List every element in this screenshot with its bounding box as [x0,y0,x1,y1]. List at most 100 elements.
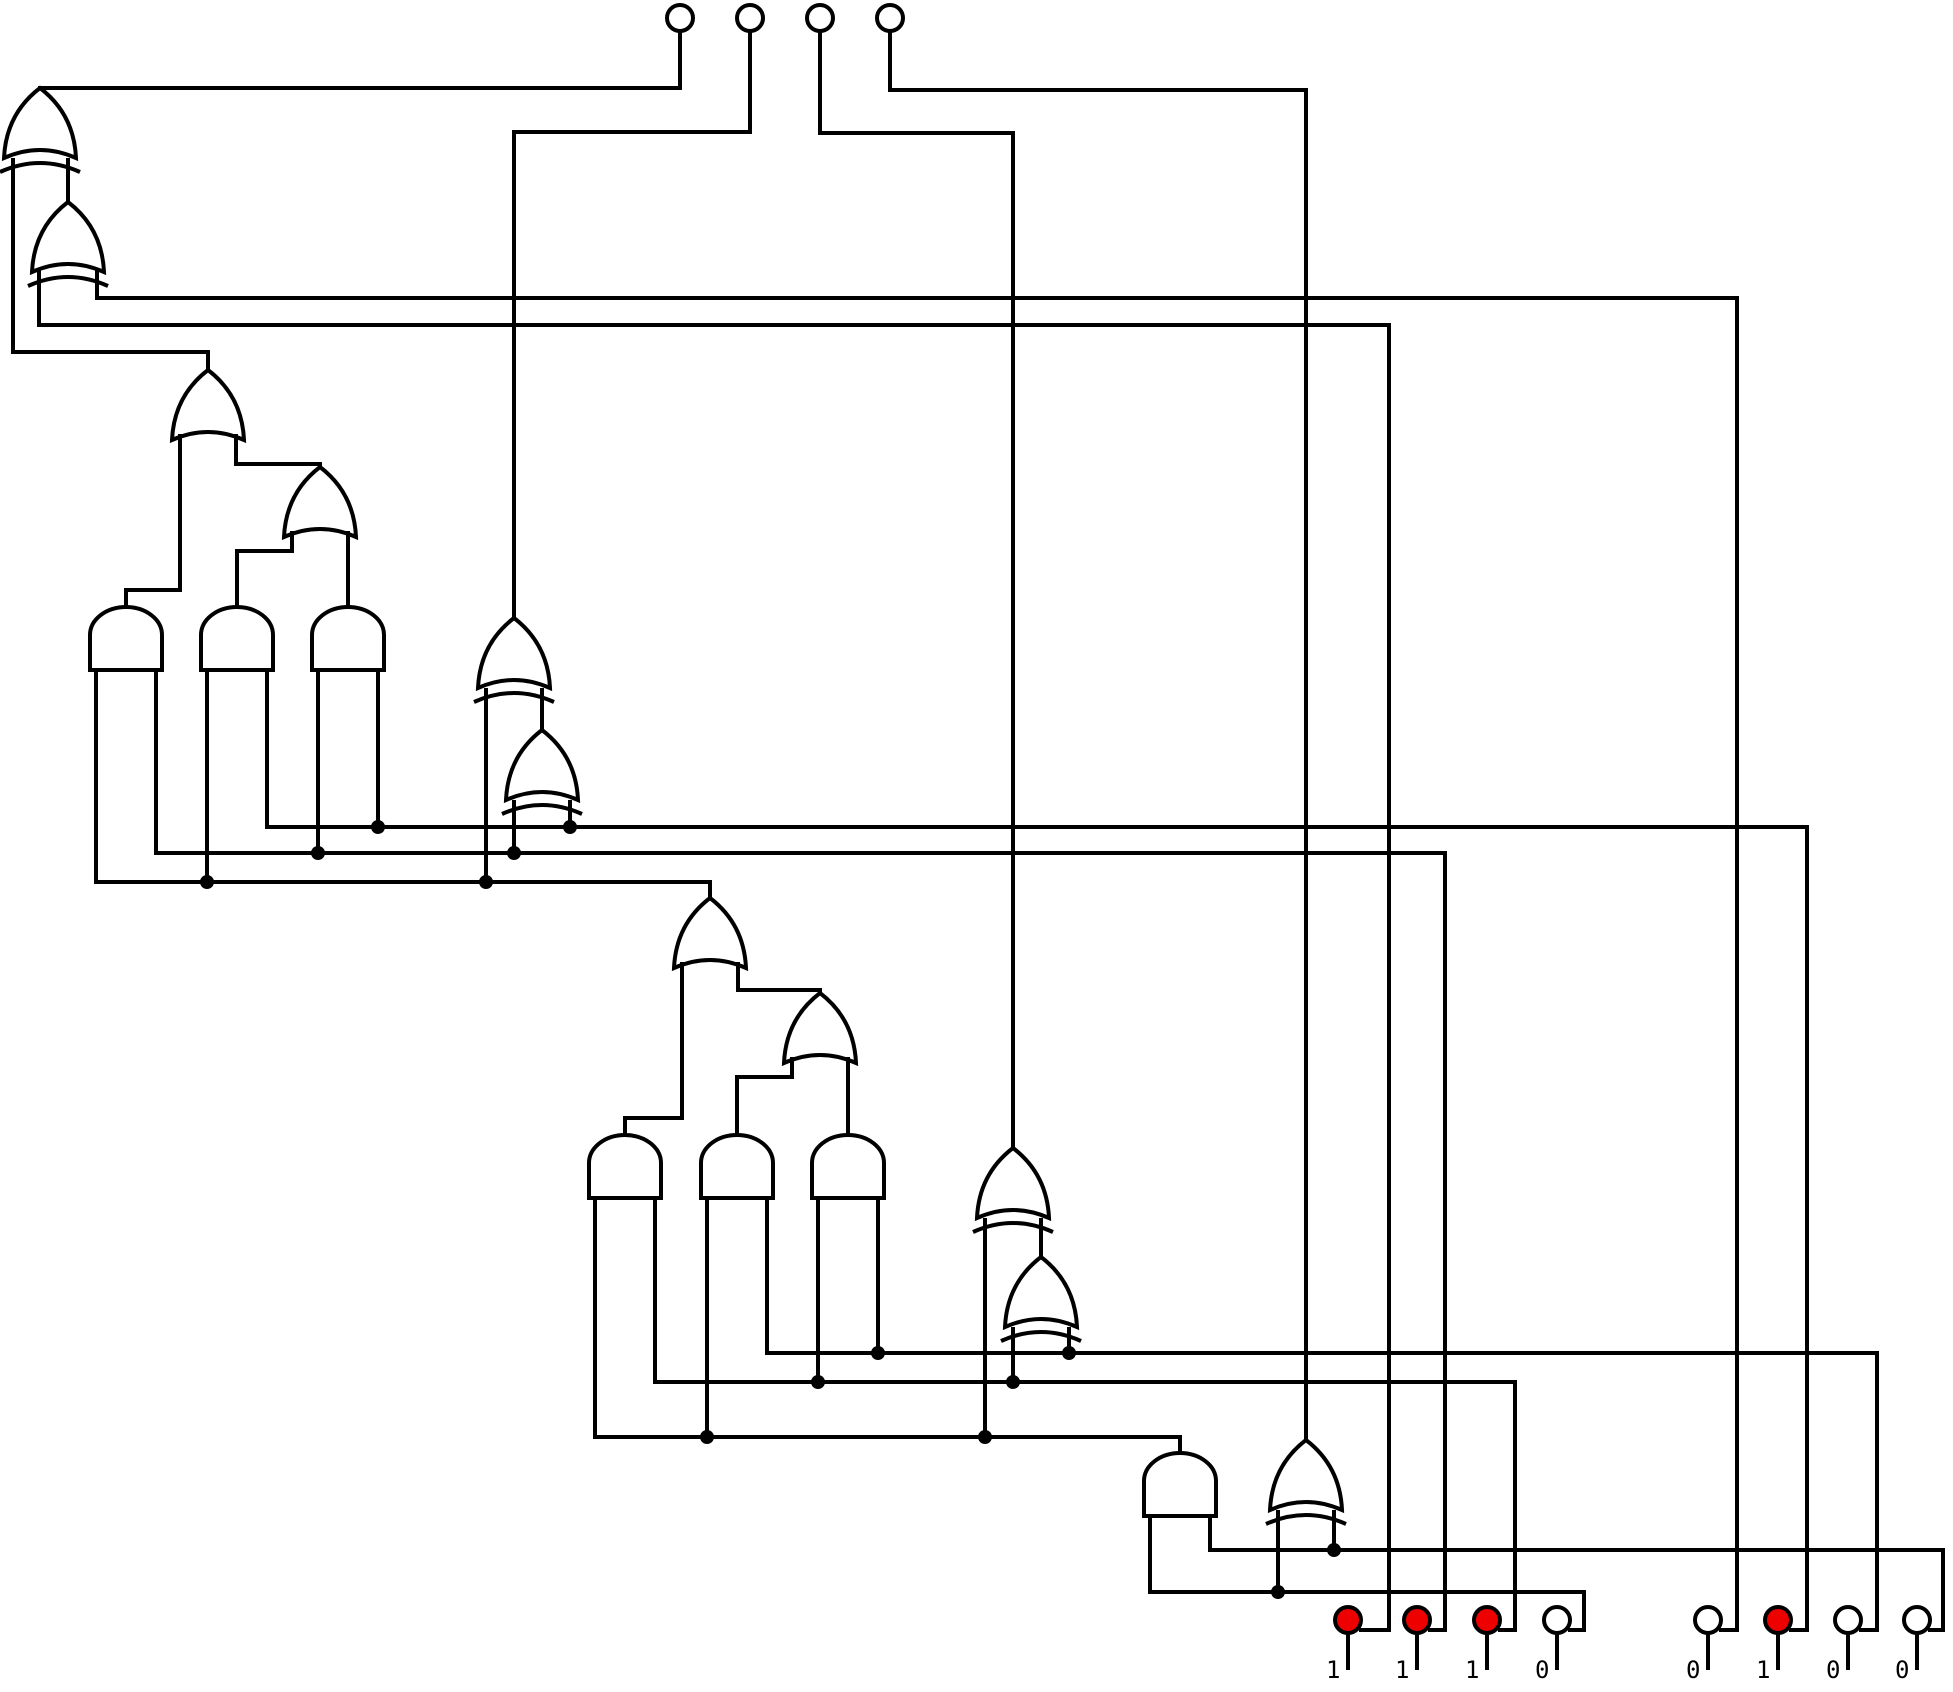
and-gate-body [199,605,275,672]
xor-gate-body [1002,1254,1080,1331]
input-pin-a2[interactable]: 1 [1756,1605,1793,1684]
or-gate [781,990,859,1067]
xor-second-arc [27,275,109,288]
wire-junction [811,1375,825,1389]
and-gate [587,1133,663,1200]
and-gate [88,605,164,672]
xor-gate [473,615,555,704]
pin-value-label: 1 [1465,1656,1479,1684]
wire [1208,1514,1945,1632]
wire [1148,1514,1586,1632]
wire [265,668,1809,1632]
xor-second-arc [473,691,555,704]
wire-junction [1327,1543,1341,1557]
wire [234,434,322,469]
or-gate-body [281,464,359,541]
input-pin-a3[interactable]: 0 [1686,1605,1723,1684]
input-pin-a1[interactable]: 0 [1826,1605,1863,1684]
wire-junction [507,846,521,860]
and-gate [199,605,275,672]
wire-junction [563,820,577,834]
wire [95,270,1739,1632]
junctions-layer [200,820,1341,1599]
input-pin[interactable] [1542,1605,1572,1635]
and-gate-body [810,1133,886,1200]
wire-junction [700,1430,714,1444]
input-pin[interactable] [1763,1605,1793,1635]
pin-value-label: 1 [1756,1656,1770,1684]
xor-second-arc [972,1221,1054,1234]
and-gate-body [310,605,386,672]
wire [37,270,1391,1632]
wire-junction [1271,1585,1285,1599]
wire-junction [479,875,493,889]
pin-value-label: 0 [1826,1656,1840,1684]
or-gate-body [781,990,859,1067]
xor-second-arc [1000,1330,1082,1343]
xor-gate [1265,1437,1347,1526]
input-pin-b0[interactable]: 0 [1535,1605,1572,1684]
wire [124,434,182,609]
and-gate [810,1133,886,1200]
output-pin[interactable] [735,3,765,33]
input-pin[interactable] [1833,1605,1863,1635]
output-pin[interactable] [875,3,905,33]
xor-gate-body [1267,1437,1345,1514]
input-pin[interactable] [1472,1605,1502,1635]
wire [38,29,682,90]
input-pin-a0[interactable]: 0 [1895,1605,1932,1684]
or-gate-body [169,367,247,444]
wire [653,1196,1517,1632]
wire [235,531,294,609]
xor-gate-body [29,199,107,276]
wire [818,29,1015,1150]
input-pin[interactable] [1402,1605,1432,1635]
and-gate [699,1133,775,1200]
wire-junction [1062,1346,1076,1360]
or-gate [671,895,749,972]
wire [736,962,822,995]
pin-value-label: 0 [1895,1656,1909,1684]
xor-second-arc [501,803,583,816]
wire-junction [1006,1375,1020,1389]
xor-gate-body [1,85,79,162]
wire-junction [311,846,325,860]
pin-value-label: 0 [1535,1656,1549,1684]
or-gate-body [671,895,749,972]
wire [512,29,752,620]
pin-value-label: 1 [1395,1656,1409,1684]
xor-gate-body [475,615,553,692]
and-gate-body [699,1133,775,1200]
wire [154,668,1447,1632]
xor-gate [501,727,583,816]
xor-gate [972,1145,1054,1234]
input-pin-b3[interactable]: 1 [1326,1605,1363,1684]
output-pin[interactable] [665,3,695,33]
wire [765,1196,1879,1632]
pins-layer: 1 1 1 0 0 1 0 0 [665,3,1932,1684]
wire [888,29,1308,1442]
wire [94,668,712,900]
and-gate-body [1142,1451,1218,1518]
wire [593,1196,1182,1455]
xor-gate-body [503,727,581,804]
and-gate-body [587,1133,663,1200]
and-gate [310,605,386,672]
wire [623,962,684,1137]
input-pin[interactable] [1693,1605,1723,1635]
wire-junction [200,875,214,889]
pin-value-label: 1 [1326,1656,1340,1684]
output-pin[interactable] [805,3,835,33]
xor-second-arc [1265,1513,1347,1526]
input-pin-b1[interactable]: 1 [1465,1605,1502,1684]
wire-junction [978,1430,992,1444]
input-pin[interactable] [1333,1605,1363,1635]
and-gate-body [88,605,164,672]
input-pin-b2[interactable]: 1 [1395,1605,1432,1684]
gates-layer [0,85,1347,1526]
xor-gate [1000,1254,1082,1343]
and-gate [1142,1451,1218,1518]
input-pin[interactable] [1902,1605,1932,1635]
